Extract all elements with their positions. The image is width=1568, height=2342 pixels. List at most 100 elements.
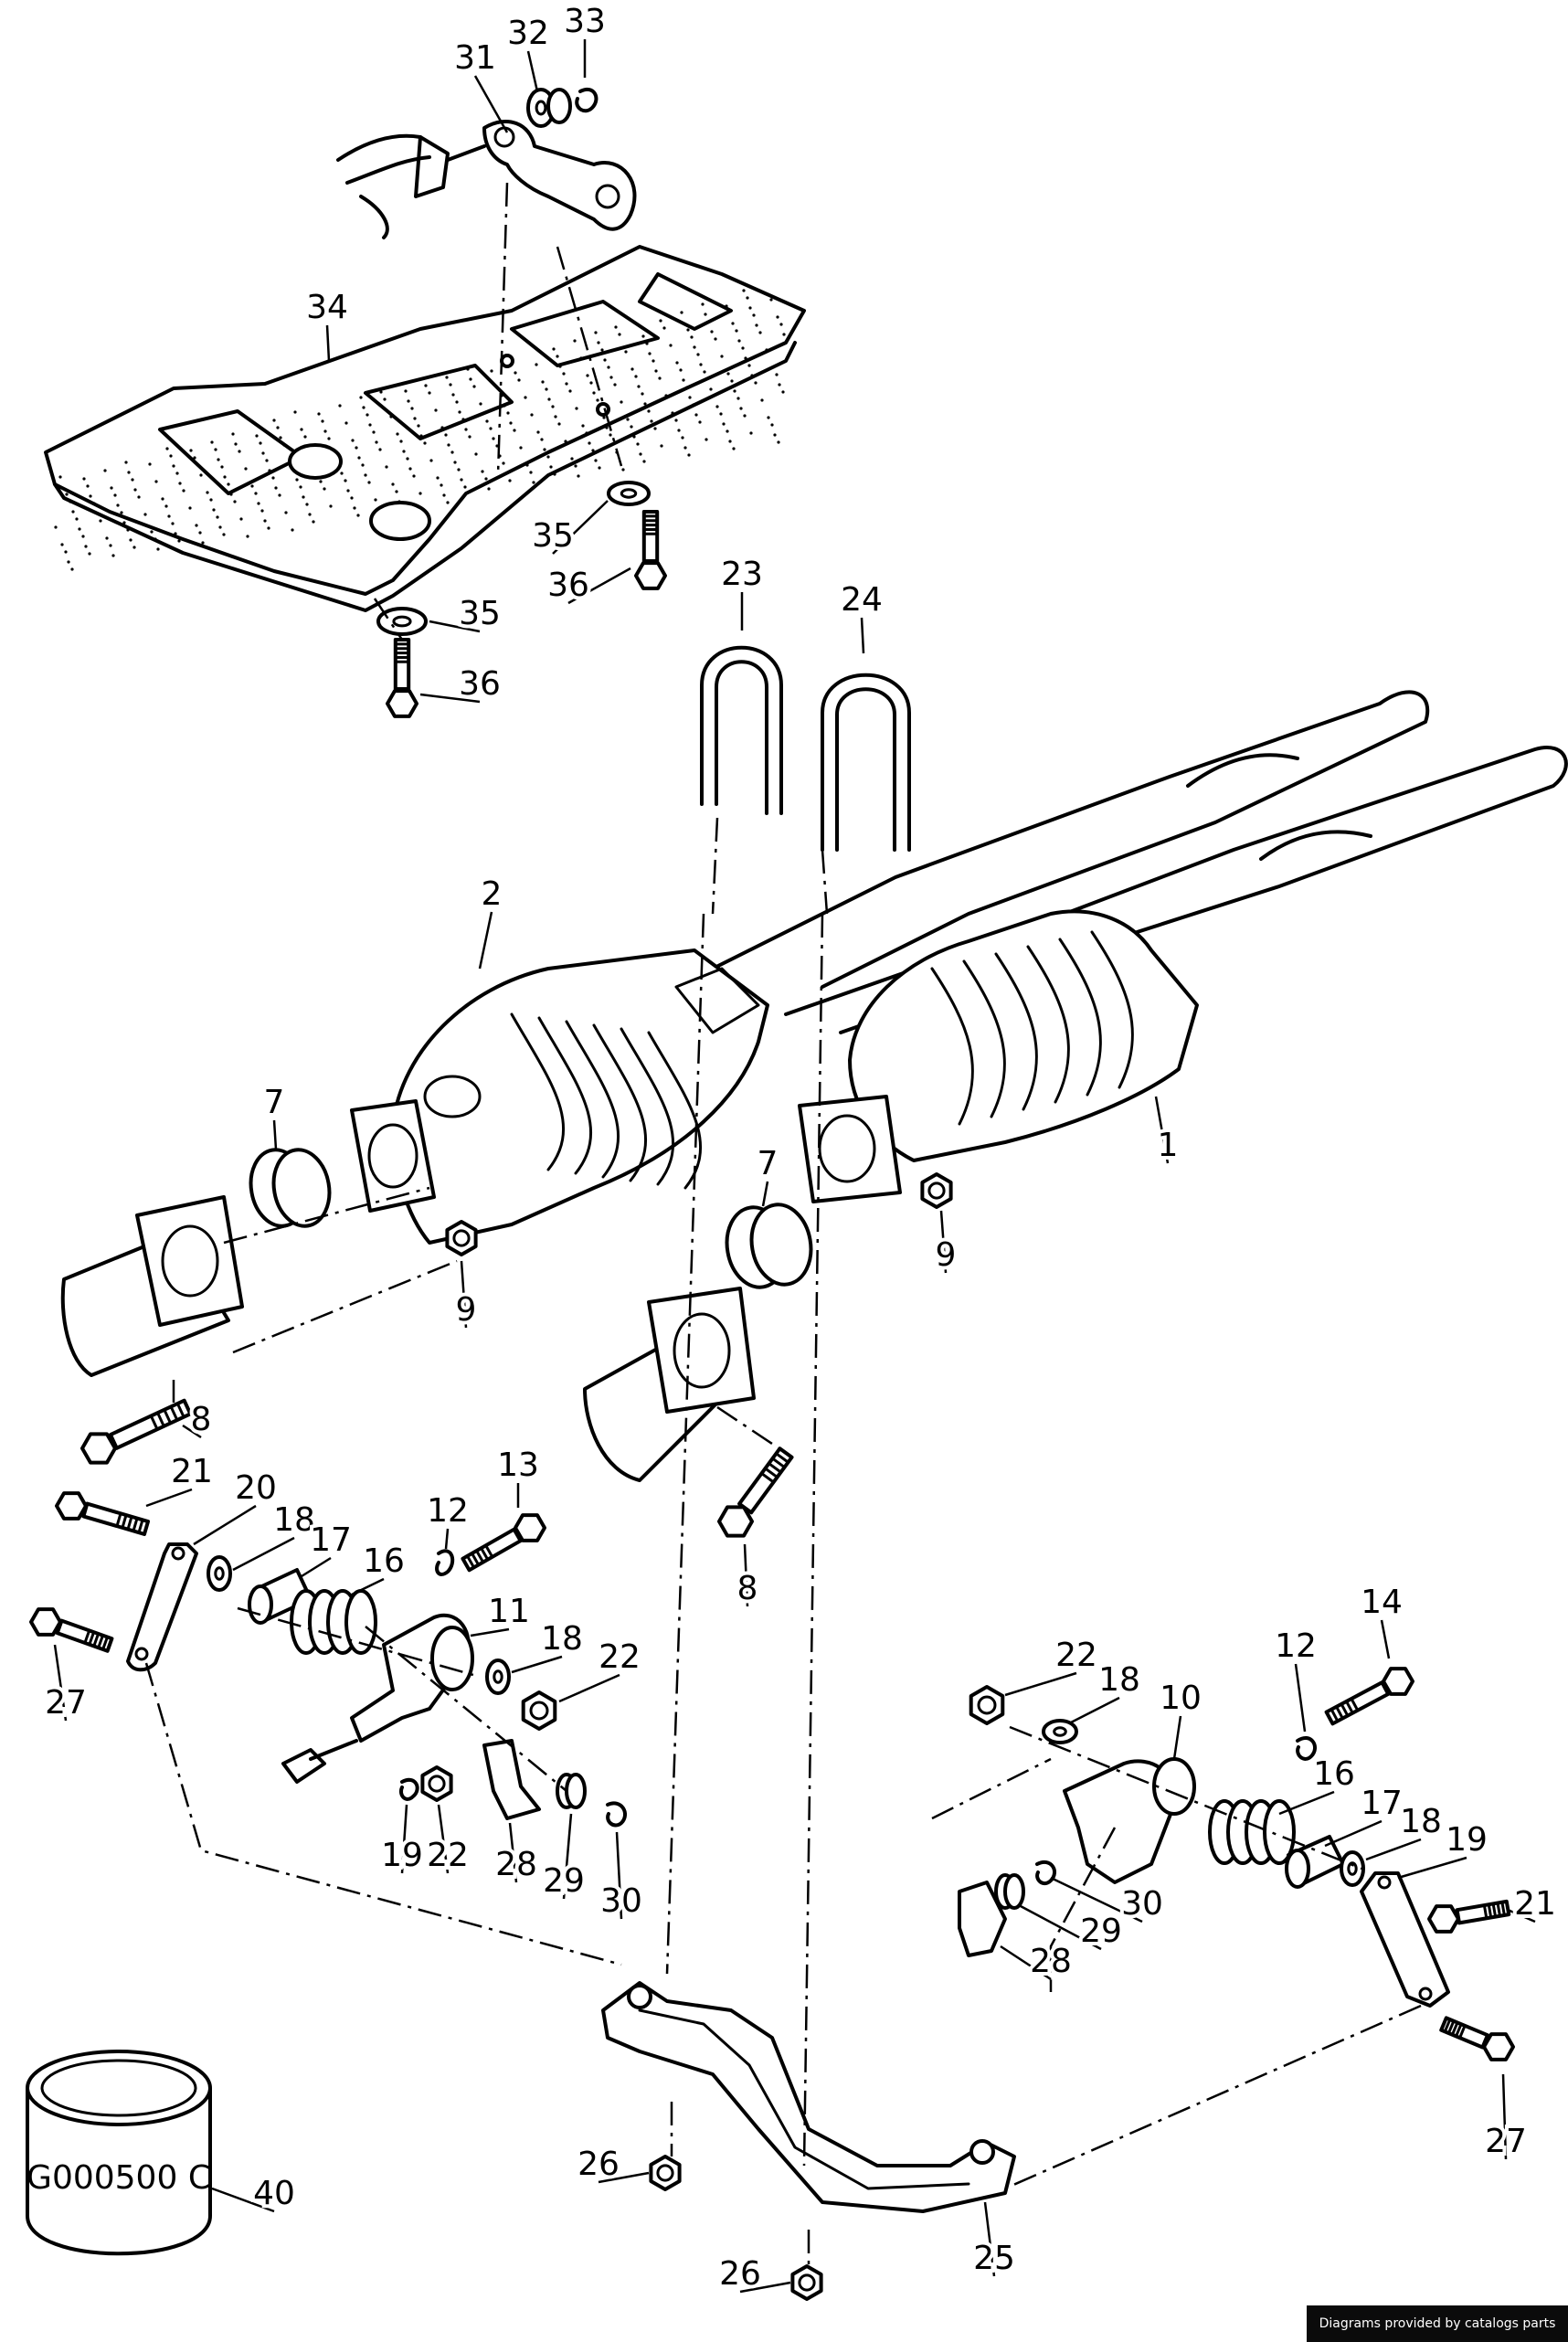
centerline [496, 182, 509, 476]
bolt-8 [80, 1398, 193, 1465]
stipple-dot [220, 465, 224, 469]
stipple-dot [329, 504, 333, 508]
bolt-27 [29, 1607, 114, 1653]
stipple-dot [172, 464, 175, 468]
stipple-dot [726, 429, 729, 433]
stipple-dot [109, 544, 112, 547]
stipple-dot [777, 440, 780, 444]
stipple-dot [150, 530, 154, 534]
callout-9: 9 [932, 1210, 959, 1277]
stipple-dot [474, 452, 478, 456]
stipple-dot [161, 497, 164, 501]
stipple-dot [659, 319, 662, 323]
stipple-dot [551, 405, 555, 408]
stipple-dot [379, 390, 383, 394]
centerline [802, 913, 824, 2167]
stipple-dot [565, 382, 568, 386]
stipple-dot [776, 315, 779, 319]
callout-14: 14 [1357, 1580, 1406, 1659]
nut-22 [969, 1685, 1005, 1725]
callout-22: 22 [423, 1804, 472, 1878]
thread [760, 1471, 776, 1484]
stipple-dot [779, 323, 783, 326]
stipple-dot [554, 415, 557, 419]
stipple-dot [340, 472, 344, 475]
stipple-dot [524, 396, 527, 399]
shield-boss [369, 501, 431, 541]
stipple-dot [535, 363, 538, 366]
stipple-dot [127, 471, 131, 474]
callout-number: 22 [427, 1837, 469, 1874]
thread [169, 1404, 179, 1422]
flange-plate [647, 1287, 756, 1414]
callout-leader [1380, 1619, 1391, 1659]
converter-rib [620, 1027, 674, 1186]
callout-13: 13 [493, 1443, 543, 1508]
stipple-dot [231, 432, 235, 436]
stipple-dot [704, 313, 707, 316]
stipple-dot [364, 473, 367, 477]
stipple-dot [442, 493, 446, 497]
clip-12 [435, 1549, 455, 1576]
flange-bore [818, 1114, 876, 1183]
catalytic-converter-2 [391, 948, 769, 1245]
callout-28: 28 [492, 1822, 541, 1887]
nut-26 [649, 2155, 682, 2191]
stipple-dot [82, 477, 86, 481]
stipple-dot [344, 421, 348, 425]
stipple-dot [81, 535, 85, 538]
callout-leader [761, 1181, 769, 1207]
stipple-dot [165, 447, 169, 450]
stipple-dot [312, 520, 315, 524]
stipple-dot [662, 326, 666, 330]
stipple-dot [239, 517, 243, 521]
callout-number: 18 [1098, 1661, 1140, 1699]
washer-hole [535, 100, 547, 116]
callout-number: 11 [488, 1593, 530, 1630]
callout-number: 29 [1080, 1913, 1122, 1950]
bolt-shank [1455, 1899, 1511, 1925]
stipple-dot [575, 407, 578, 410]
hanger-left-cluster [29, 1491, 627, 1828]
stipple-dot [302, 495, 305, 499]
stipple-dot [284, 511, 288, 514]
callout-number: 9 [456, 1291, 477, 1329]
stipple-dot [126, 528, 130, 532]
callout-number: 7 [758, 1145, 779, 1182]
callout-35: 35 [528, 500, 609, 558]
stipple-dot [589, 381, 593, 385]
callout-leader [419, 693, 481, 704]
callout-22: 22 [558, 1635, 644, 1703]
stipple-dot [748, 306, 752, 310]
stipple-dot [260, 509, 264, 513]
callout-17: 17 [1324, 1781, 1406, 1848]
stipple-dot [468, 435, 471, 439]
pipe-left-flange [135, 1195, 244, 1327]
callout-19: 19 [377, 1804, 427, 1878]
stipple-dot [632, 435, 636, 439]
thread [774, 1452, 790, 1464]
thread [1496, 1902, 1501, 1918]
stipple-dot [546, 455, 550, 459]
screw-36 [386, 638, 418, 718]
stipple-dot [680, 311, 683, 314]
stipple-dot [692, 403, 695, 407]
stipple-dot [67, 560, 70, 564]
callout-number: 16 [1313, 1755, 1355, 1793]
u-bolt-24 [821, 673, 911, 852]
bolt-shank [393, 638, 411, 691]
converter-rib [1026, 945, 1070, 1104]
stipple-dot [609, 433, 612, 437]
thread [1350, 1697, 1360, 1712]
stipple-dot [545, 387, 548, 391]
stipple-dot [413, 417, 417, 420]
stipple-dot [272, 419, 276, 422]
stipple-dot [648, 352, 652, 355]
stipple-dot [557, 422, 561, 426]
thread [1487, 1902, 1493, 1919]
stipple-dot [131, 478, 134, 482]
stipple-dot [639, 452, 642, 456]
callout-number: 31 [454, 39, 496, 77]
stipple-dot [714, 337, 717, 341]
